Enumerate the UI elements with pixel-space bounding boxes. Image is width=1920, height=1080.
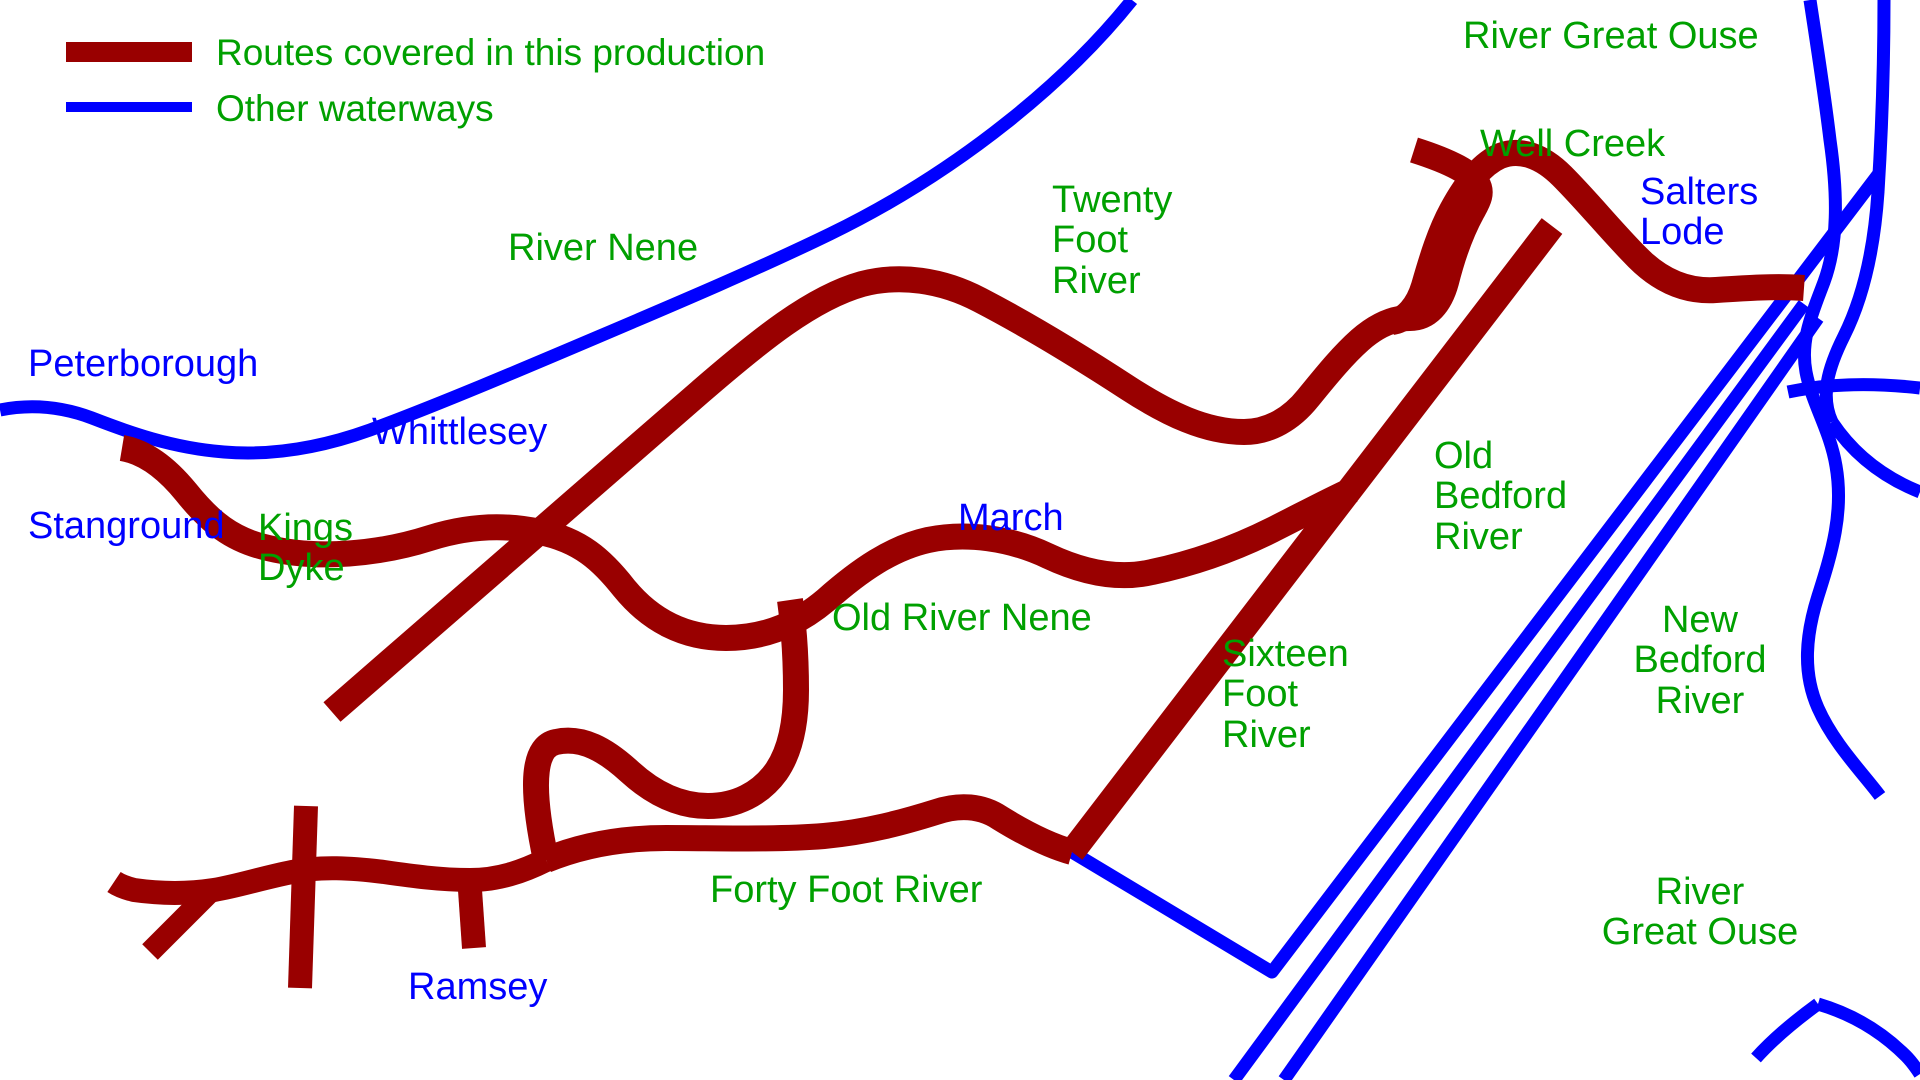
waterway-label-river-great-ouse-s: River Great Ouse <box>1601 871 1799 954</box>
legend-swatch-routes <box>66 42 192 62</box>
route-sixteen-foot-diagonal <box>1061 218 1563 860</box>
route-ramsey-spur-vertical-left <box>288 805 318 989</box>
waterway-river-nene-blue <box>0 0 1138 460</box>
waterway-great-ouse-main-east <box>1819 0 1891 425</box>
legend-swatch-other-waterways <box>66 102 192 112</box>
route-ramsey-spur-vertical-right <box>458 889 486 949</box>
waterway-great-ouse-east-spur <box>1826 418 1920 499</box>
waterway-ouse-lower-tributary <box>1816 997 1920 1078</box>
waterway-forty-foot-continuation <box>1068 168 1886 979</box>
place-label-ramsey: Ramsey <box>408 966 548 1008</box>
place-label-stanground: Stanground <box>28 505 225 547</box>
waterway-label-kings-dyke: Kings Dyke <box>258 507 354 590</box>
place-label-whittlesey: Whittlesey <box>372 411 548 453</box>
legend-label-routes: Routes covered in this production <box>216 32 766 73</box>
waterway-label-old-bedford-river: Old Bedford River <box>1434 435 1568 558</box>
route-kings-dyke-route <box>119 435 1358 651</box>
legend-label-other-waterways: Other waterways <box>216 88 494 129</box>
waterway-label-twenty-foot-river: Twenty Foot River <box>1052 179 1173 302</box>
waterway-old-bedford-river-blue <box>1228 300 1810 1080</box>
route-march-to-salters-upper <box>1243 137 1493 445</box>
waterway-label-river-nene: River Nene <box>508 227 699 269</box>
waterway-ouse-side-channel <box>1786 378 1920 399</box>
waterway-label-river-great-ouse-n: River Great Ouse <box>1463 15 1759 57</box>
routes-layer <box>107 137 1805 989</box>
place-label-march: March <box>958 497 1064 539</box>
waterway-label-new-bedford-river: New Bedford River <box>1633 599 1767 722</box>
waterway-label-forty-foot-river: Forty Foot River <box>710 869 983 911</box>
route-ramsey-main <box>107 849 552 905</box>
place-label-salters-lode: Salters Lode <box>1640 171 1759 254</box>
route-ramsey-spur-diagonal <box>142 882 220 960</box>
waterway-label-well-creek: Well Creek <box>1480 123 1666 165</box>
waterway-label-old-river-nene: Old River Nene <box>832 597 1092 639</box>
waterway-new-bedford-river-blue <box>1278 314 1824 1080</box>
place-label-peterborough: Peterborough <box>28 343 259 385</box>
route-twenty-foot-river-route <box>323 266 1245 722</box>
map-legend: Routes covered in this production Other … <box>66 28 826 138</box>
waterway-ouse-lower-branch-west <box>1751 998 1822 1063</box>
waterway-great-ouse-main-west <box>1797 0 1886 800</box>
waterway-label-sixteen-foot-river: Sixteen Foot River <box>1222 633 1349 756</box>
route-old-river-nene-loop <box>523 598 809 863</box>
route-well-creek-arc <box>1388 139 1805 335</box>
route-forty-foot-river-route <box>541 794 1076 873</box>
